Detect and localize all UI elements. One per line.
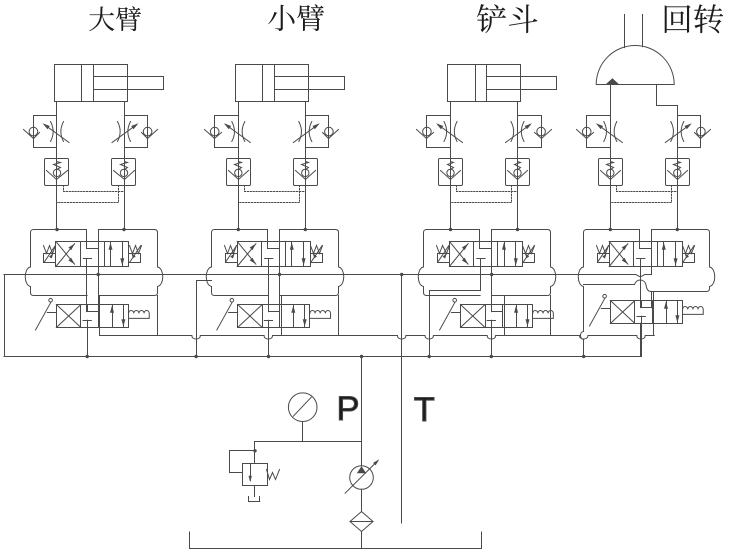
svg-text:T: T xyxy=(414,391,435,429)
svg-text:P: P xyxy=(337,390,360,428)
